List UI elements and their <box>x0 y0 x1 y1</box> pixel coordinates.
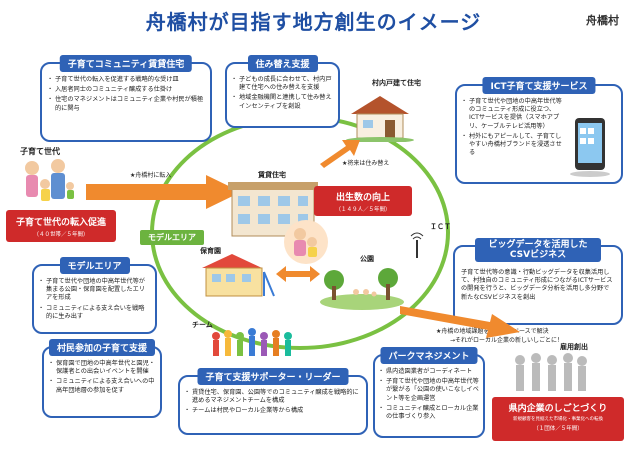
list-item: 保育園で団地の中高年世代と園児・保護者との出会いイベントを開催 <box>48 360 155 376</box>
list-item: 子育て世代の転入を促進する戦略的な受け皿 <box>47 76 204 84</box>
team-label: チーム <box>192 321 213 329</box>
community-rental-box: 子育てコミュニティ賃貸住宅 子育て世代の転入を促進する戦略的な受け皿 入居者同士… <box>40 55 212 142</box>
list-item: 子育て世代や団地の中高年世代等が繋がる「公園の使いこなしイベント等を企画運営 <box>378 378 479 403</box>
rental-label: 賃貸住宅 <box>258 171 286 179</box>
nursery-building-icon <box>202 254 275 297</box>
future-move-caption: ★将来は住み替え <box>342 160 390 167</box>
community-rental-title: 子育てコミュニティ賃貸住宅 <box>59 55 193 72</box>
parent-child-icon <box>284 220 328 264</box>
house-label: 村内戸建て住宅 <box>372 79 421 87</box>
team-people-icon <box>212 328 292 356</box>
list-item: チームは村民やローカル企業等から構成 <box>184 407 361 415</box>
birth-increase-sub: （１４９人／５年間） <box>335 207 391 213</box>
park-management-title: パークマネジメント <box>380 347 478 364</box>
antenna-icon <box>410 232 424 258</box>
page-title: 舟橋村が目指す地方創生のイメージ <box>145 10 482 34</box>
nursery-label: 保育園 <box>200 247 221 255</box>
model-area-tag: モデルエリア <box>140 230 204 245</box>
relocation-support-box: 住み替え支援 子どもの成長に合わせて、村内戸建て住宅への住み替えを支援 地域金融… <box>225 55 340 128</box>
nursery-park-arrow-icon <box>276 266 320 282</box>
list-item: 子どもの成長に合わせて、村内戸建て住宅への住み替えを支援 <box>231 76 333 92</box>
supporter-leader-title: 子育て支援サポーター・リーダー <box>197 368 349 385</box>
list-item: 地域金融機関と連携して住み替えインセンティブを創設 <box>231 94 333 110</box>
list-item: コミュニティによる支え合いを戦略的に生み出す <box>38 305 150 321</box>
list-item: コミュニティによる支え合いへの中高年団地層の参加を促す <box>48 378 155 394</box>
move-in-caption: ★舟橋村に転入 <box>130 172 172 179</box>
family-illustration-icon <box>25 159 74 201</box>
move-in-arrow-icon <box>86 175 241 209</box>
park-scene-icon <box>320 268 404 310</box>
list-item: 子育て世代や団地の中高年世代等が集まる公園・保育園を配置したエリアを形成 <box>38 278 150 303</box>
ict-service-box: ICT子育て支援サービス 子育て世代や団地の中高年世代等のコミュニティ形成に役立… <box>455 77 623 184</box>
local-business-sub2: （１団体／５年間） <box>533 426 583 432</box>
list-item: 入居者同士のコミュニティ醸成する仕掛け <box>47 86 204 94</box>
park-label: 公園 <box>360 255 374 263</box>
new-business-caption: →それがローカル企業の新しいしごとに！ <box>450 337 564 344</box>
move-in-promotion-badge: 子育て世代の転入促進 （４０世帯／５年間） <box>6 210 116 242</box>
model-area-title: モデルエリア <box>59 257 130 274</box>
ict-service-title: ICT子育て支援サービス <box>482 77 596 94</box>
local-business-badge: 県内企業のしごとづくり 新規顧客を見据えた市場化・事業化への転換 （１団体／５年… <box>492 397 624 441</box>
detached-house-icon <box>346 96 414 142</box>
local-business-sub1: 新規顧客を見据えた市場化・事業化への転換 <box>513 417 603 422</box>
workers-illustration-icon <box>515 353 587 391</box>
list-item: 村外にもアピールして、子育てしやすい舟橋村ブランドを浸透させる <box>461 133 562 158</box>
village-logo: 舟橋村 <box>586 14 619 27</box>
family-label: 子育て世代 <box>20 147 60 156</box>
supporter-leader-box: 子育て支援サポーター・リーダー 賃貸住宅、保育園、公園等でのコミュニティ醸成を戦… <box>178 368 368 435</box>
list-item: 県内造園業者がコーディネート <box>378 368 479 376</box>
list-item: 子育て世代や団地の中高年世代等のコミュニティ形成に役立つ、ICTサービスを提供（… <box>461 98 562 131</box>
participation-box: 村民参加の子育て支援 保育園で団地の中高年世代と園児・保護者との出会いイベントを… <box>42 339 162 418</box>
bigdata-title: ビッグデータを活用したCSVビジネス <box>475 238 601 262</box>
participation-title: 村民参加の子育て支援 <box>48 339 156 356</box>
local-business-main: 県内企業のしごとづくり <box>508 404 608 414</box>
jobs-label: 雇用創出 <box>560 343 588 351</box>
bigdata-box: ビッグデータを活用したCSVビジネス 子育て世代等の意識・行動ビッグデータを収集… <box>453 238 623 325</box>
relocation-support-title: 住み替え支援 <box>247 55 318 72</box>
birth-increase-main: 出生数の向上 <box>335 193 390 203</box>
model-area-box: モデルエリア 子育て世代や団地の中高年世代等が集まる公園・保育園を配置したエリア… <box>32 257 157 334</box>
ict-label: ＩＣＴ <box>430 223 451 231</box>
relocation-arrow-icon <box>320 140 360 168</box>
jobs-arrow-icon <box>400 306 520 338</box>
move-in-promotion-sub: （４０世帯／５年間） <box>33 232 89 238</box>
list-item: 賃貸住宅、保育園、公園等でのコミュニティ醸成を戦略的に進めるマネジメントチームを… <box>184 389 361 405</box>
list-item: コミュニティ醸成とローカル企業の仕事づくり参入 <box>378 405 479 421</box>
move-in-promotion-main: 子育て世代の転入促進 <box>15 218 106 228</box>
smartphone-icon <box>570 118 610 177</box>
birth-increase-badge: 出生数の向上 （１４９人／５年間） <box>314 186 412 216</box>
bigdata-text: 子育て世代等の意識・行動ビッグデータを収集活用して、村独自のコミュニティ形成につ… <box>461 269 613 301</box>
list-item: 住宅のマネジメントはコミュニティ企業や村民が積極的に関与 <box>47 96 204 112</box>
park-management-box: パークマネジメント 県内造園業者がコーディネート 子育て世代や団地の中高年世代等… <box>373 347 485 438</box>
